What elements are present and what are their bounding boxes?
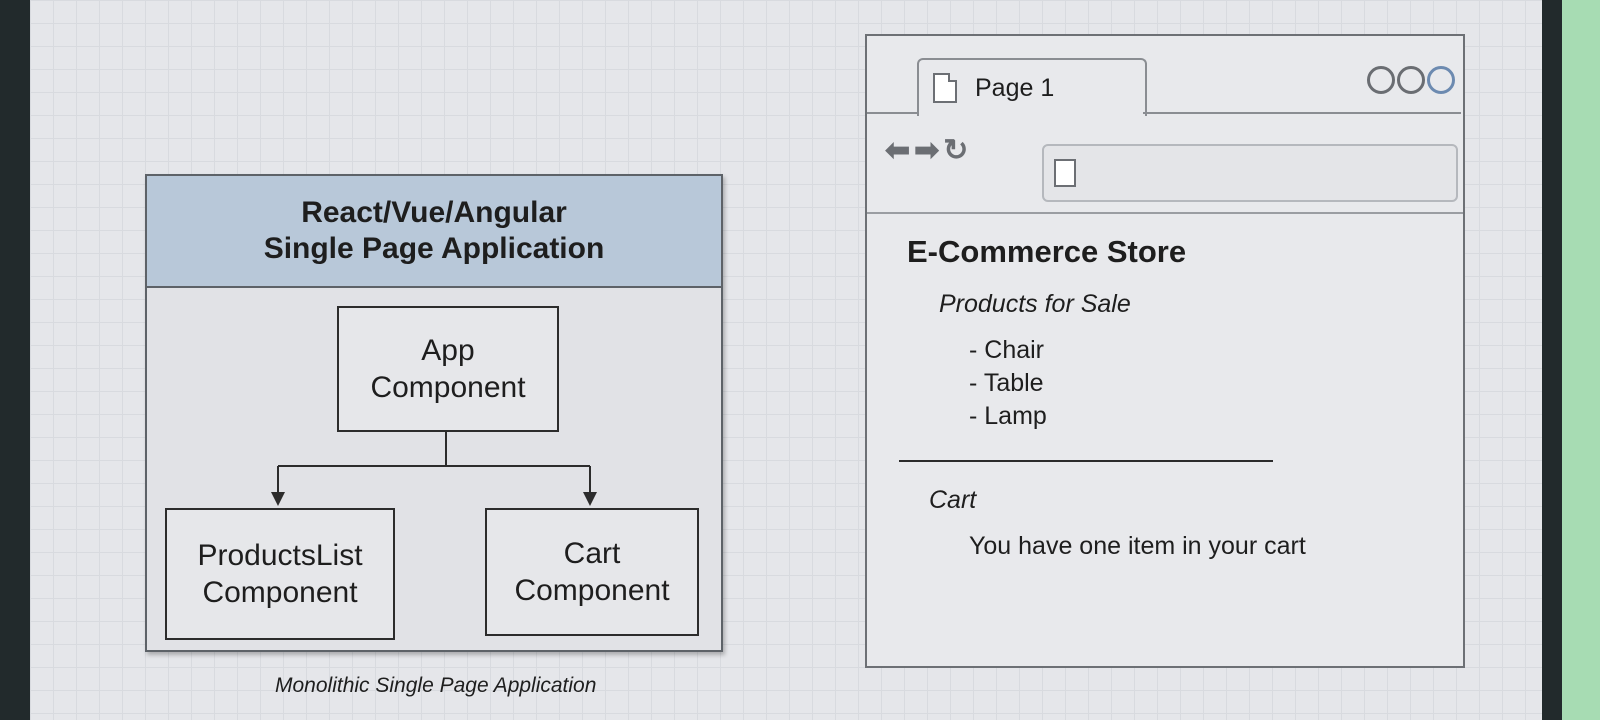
list-item: - Table — [969, 369, 1044, 397]
app-component-line1: App — [421, 334, 475, 367]
product-list: - Chair - Table - Lamp — [969, 334, 1047, 433]
arrowhead-left — [271, 492, 285, 506]
spa-container: React/Vue/Angular Single Page Applicatio… — [145, 174, 723, 652]
browser-mockup: Page 1 ⬅ ➡ ↻ E-Commerce Store Products f… — [865, 34, 1465, 668]
cart-heading: Cart — [929, 486, 977, 514]
browser-tab[interactable]: Page 1 — [917, 58, 1147, 116]
window-control-circle-icon[interactable] — [1427, 66, 1455, 94]
products-heading: Products for Sale — [939, 290, 1131, 318]
list-item: - Chair — [969, 336, 1045, 364]
page-icon — [1054, 159, 1076, 187]
page-title: E-Commerce Store — [907, 234, 1187, 269]
arrow-right-icon[interactable]: ➡ — [914, 134, 940, 167]
window-control-circle-icon[interactable] — [1367, 66, 1395, 94]
list-item: - Lamp — [969, 402, 1047, 430]
app-component-box: App Component — [337, 306, 559, 432]
toolbar-divider — [867, 212, 1463, 214]
spa-header-line2: Single Page Application — [263, 232, 605, 265]
content-divider — [899, 460, 1273, 462]
productslist-component-line2: Component — [202, 576, 358, 609]
spa-header: React/Vue/Angular Single Page Applicatio… — [147, 176, 721, 288]
arrow-left-icon[interactable]: ⬅ — [885, 134, 911, 167]
window-controls — [1367, 66, 1455, 94]
cart-component-line2: Component — [514, 574, 670, 607]
app-component-line2: Component — [370, 371, 526, 404]
tab-label: Page 1 — [975, 73, 1055, 102]
diagram-caption: Monolithic Single Page Application — [275, 674, 597, 697]
connector-lines — [271, 428, 597, 506]
tab-strip-line — [1143, 112, 1461, 114]
cart-message: You have one item in your cart — [969, 532, 1306, 560]
arrowhead-right — [583, 492, 597, 506]
background-edge — [1562, 0, 1600, 720]
reload-icon[interactable]: ↻ — [943, 134, 969, 167]
productslist-component-box: ProductsList Component — [165, 508, 395, 640]
page-icon — [933, 73, 957, 103]
cart-component-line1: Cart — [563, 537, 621, 570]
productslist-component-line1: ProductsList — [197, 539, 363, 572]
nav-buttons: ⬅ ➡ ↻ — [885, 136, 968, 166]
spa-header-line1: React/Vue/Angular — [301, 196, 567, 229]
tab-strip-line — [867, 112, 919, 114]
window-control-circle-icon[interactable] — [1397, 66, 1425, 94]
cart-component-box: Cart Component — [485, 508, 699, 636]
slide: React/Vue/Angular Single Page Applicatio… — [30, 0, 1542, 720]
address-bar[interactable] — [1042, 144, 1458, 202]
